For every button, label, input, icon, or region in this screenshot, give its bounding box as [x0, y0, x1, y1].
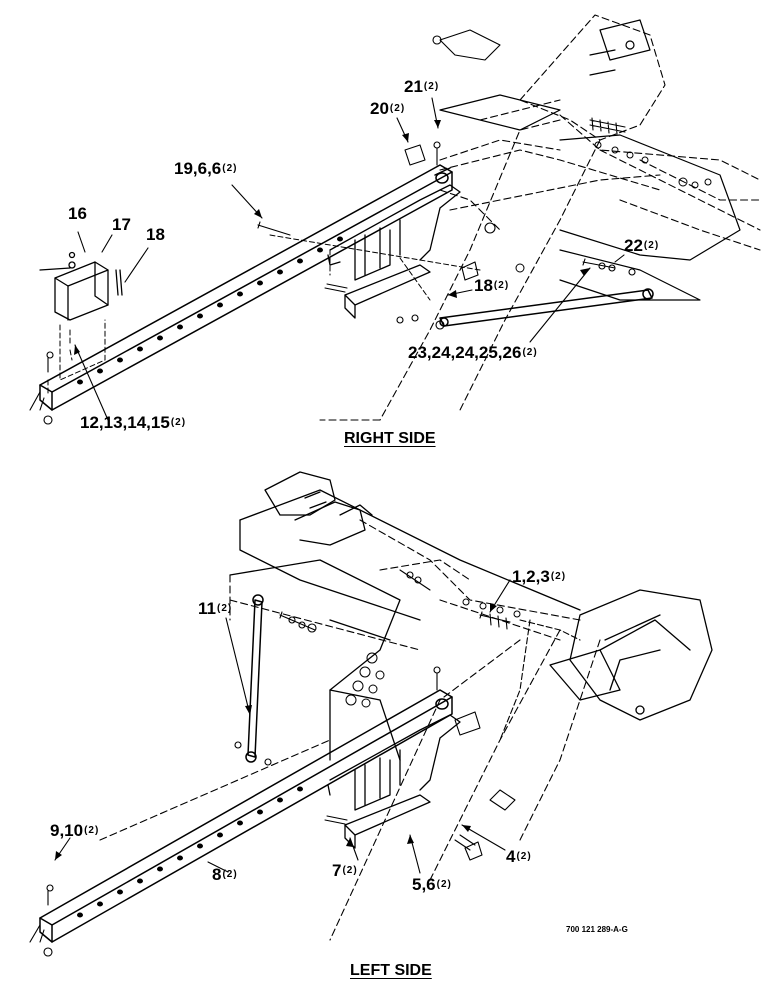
callout-18-qty: 18(2) [474, 276, 510, 295]
right-header-frame [319, 14, 761, 421]
callout-12-13-14-15: 12,13,14,15(2) [80, 413, 187, 432]
callout-23-24-24-25-26: 23,24,24,25,26(2) [408, 343, 538, 362]
right-beam-holes [77, 236, 343, 385]
callout-11: 11(2) [198, 599, 233, 618]
right-tie-bar [439, 288, 654, 327]
callout-4: 4(2) [506, 847, 532, 866]
right-tie-hardware [461, 222, 636, 281]
callout-5-6: 5,6(2) [412, 875, 452, 894]
left-panel-holes [345, 598, 521, 708]
left-housing [549, 589, 713, 721]
right-end-hardware [29, 351, 54, 425]
callout-21: 21(2) [404, 77, 440, 96]
callout-18: 18 [146, 225, 165, 244]
callout-16: 16 [68, 204, 87, 223]
callout-1-2-3: 1,2,3(2) [512, 567, 567, 586]
callout-22: 22(2) [624, 236, 660, 255]
left-leader-lines [54, 579, 511, 874]
left-rod [245, 594, 264, 763]
right-end-bracket-guides [47, 319, 106, 396]
right-side-title: RIGHT SIDE [344, 430, 436, 447]
right-beam [39, 164, 453, 411]
left-leader-arrows [55, 603, 497, 860]
left-hitch-hardware [324, 666, 516, 861]
drawing-number: 700 121 289-A-G [566, 925, 628, 934]
right-leader-lines [74, 97, 625, 421]
right-header-panels [439, 19, 741, 301]
left-side-assembly [29, 471, 713, 957]
left-header-frame [239, 471, 581, 621]
callout-8: 8(2) [212, 865, 238, 884]
left-beam [39, 689, 453, 943]
left-rod-hardware [234, 611, 317, 766]
right-side-assembly [29, 14, 761, 425]
left-top-hardware [399, 569, 511, 630]
callout-17: 17 [112, 215, 131, 234]
callout-7: 7(2) [332, 861, 358, 880]
left-side-title: LEFT SIDE [350, 962, 432, 979]
right-hitch-plate [327, 184, 461, 319]
callout-20: 20(2) [370, 99, 406, 118]
left-beam-holes [77, 786, 303, 918]
right-top-hardware [432, 29, 626, 135]
right-header-holes [515, 141, 712, 273]
right-brace-lines [439, 139, 661, 231]
left-housing-dashed [499, 619, 581, 741]
right-leader-arrows [74, 120, 590, 355]
left-side-panel [229, 559, 401, 761]
callout-19-6-6: 19,6,6(2) [174, 159, 238, 178]
left-hitch-plate [327, 714, 461, 849]
callout-9-10: 9,10(2) [50, 821, 100, 840]
right-end-bracket [39, 251, 123, 321]
right-hitch-guides [269, 234, 481, 301]
left-end-hardware [29, 884, 54, 957]
